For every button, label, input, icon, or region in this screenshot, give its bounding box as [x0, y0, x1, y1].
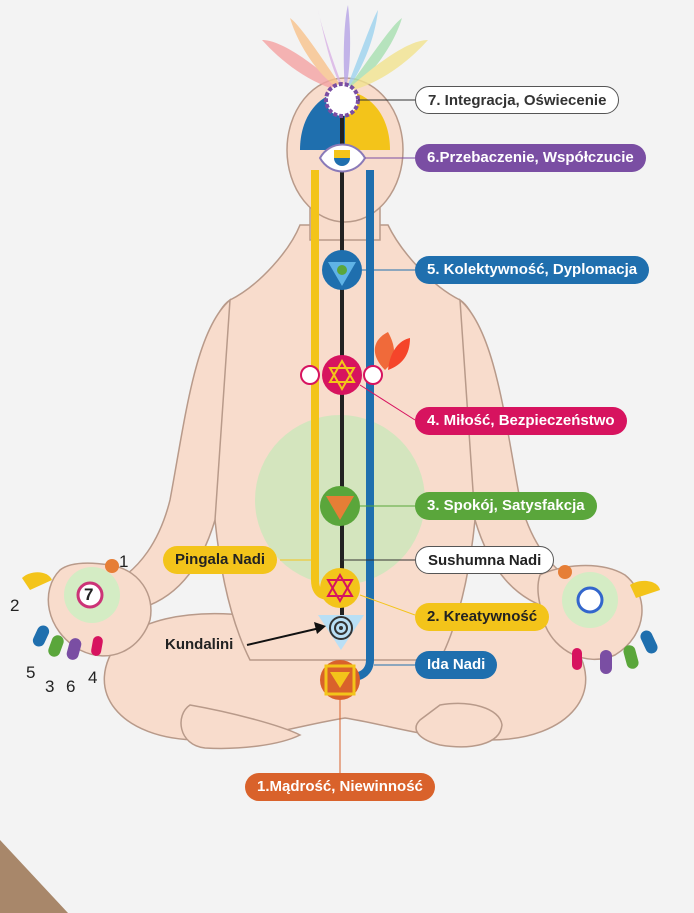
chakra-5-label: 5. Kolektywność, Dyplomacja	[415, 256, 649, 284]
right-thumb-dot	[558, 565, 572, 579]
chakra-3-icon	[320, 486, 360, 526]
chakra-1-icon	[320, 660, 360, 700]
pingala-nadi-label: Pingala Nadi	[163, 546, 277, 574]
chakra-4-label: 4. Miłość, Bezpieczeństwo	[415, 407, 627, 435]
right-palm-chakra-icon	[578, 588, 602, 612]
left-thumb-dot	[105, 559, 119, 573]
chakra-2-label: 2. Kreatywność	[415, 603, 549, 631]
finger-number-6: 6	[66, 677, 75, 697]
chakra-6-label: 6.Przebaczenie, Współczucie	[415, 144, 646, 172]
finger-number-2: 2	[10, 596, 19, 616]
kundalini-label: Kundalini	[165, 636, 233, 653]
crown-petals	[262, 5, 428, 92]
chakra-1-label: 1.Mądrość, Niewinność	[245, 773, 435, 801]
chakra-2-icon	[320, 568, 360, 608]
chakra-4-icon	[322, 355, 362, 395]
chakra-5-icon	[322, 250, 362, 290]
finger-number-4: 4	[88, 668, 97, 688]
finger-number-3: 3	[45, 677, 54, 697]
chakra-7-label: 7. Integracja, Oświecenie	[415, 86, 619, 114]
chakra-7-icon	[326, 84, 358, 116]
ida-nadi-label: Ida Nadi	[415, 651, 497, 679]
chakra-3-label: 3. Spokój, Satysfakcja	[415, 492, 597, 520]
sushumna-nadi-label: Sushumna Nadi	[415, 546, 554, 574]
heart-right-dot	[364, 366, 382, 384]
finger-number-1: 1	[119, 552, 128, 572]
finger-number-5: 5	[26, 663, 35, 683]
finger-number-7: 7	[84, 585, 93, 605]
corner-decoration	[0, 840, 68, 913]
heart-left-dot	[301, 366, 319, 384]
